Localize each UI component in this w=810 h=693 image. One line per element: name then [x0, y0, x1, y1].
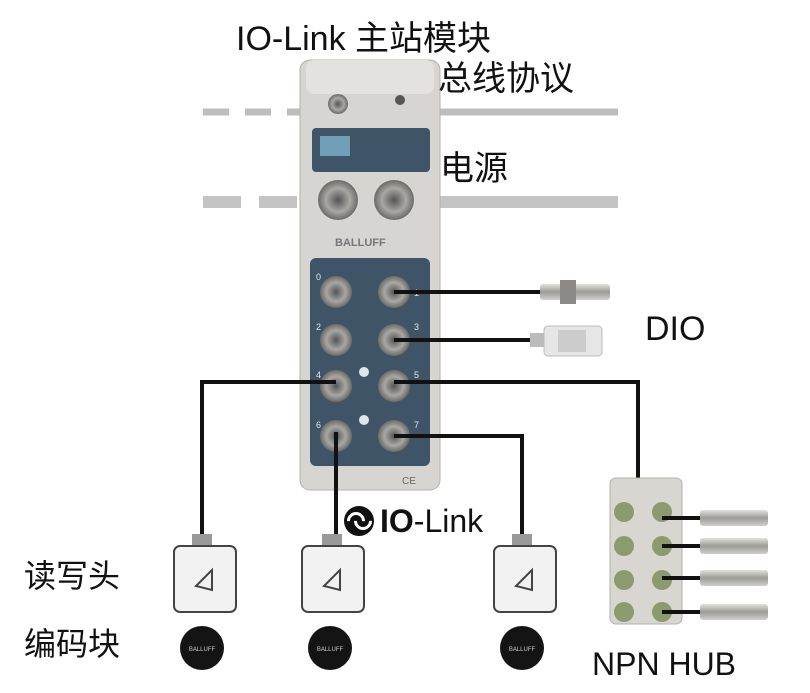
ce-mark: CE — [402, 476, 416, 487]
tag-brand: BALLUFF — [189, 647, 216, 653]
rfid-reader-icon — [493, 534, 557, 613]
connector-icon — [320, 324, 352, 356]
port-number: 2 — [316, 322, 321, 332]
connector-icon — [614, 536, 634, 556]
proximity-sensor-icon — [700, 538, 768, 554]
port-number: 6 — [316, 420, 321, 430]
connector-icon — [614, 570, 634, 590]
connector-icon — [328, 94, 348, 114]
rfid-reader-icon — [301, 534, 365, 613]
cables — [200, 290, 640, 536]
iolink-port-icon — [359, 367, 369, 377]
angled-sensor-icon — [530, 325, 603, 357]
iolink-logo-bold: IO — [380, 502, 414, 539]
tag-brand: BALLUFF — [317, 647, 344, 653]
tag-brand: BALLUFF — [509, 647, 536, 653]
cable-npn-hub — [394, 380, 640, 490]
iolink-logo-icon — [344, 506, 374, 536]
io-link-master-module: BALLUFF 0 1 2 3 4 5 6 7 CE — [299, 59, 441, 491]
connector-icon — [395, 95, 405, 105]
encoder-block-label: 编码块 — [24, 626, 121, 662]
connector-icon — [320, 370, 352, 402]
iolink-logo: IO-Link — [344, 503, 483, 540]
port-number: 4 — [316, 370, 321, 380]
connector-icon — [378, 370, 410, 402]
port-number: 0 — [316, 272, 321, 282]
connector-icon — [318, 180, 358, 220]
rfid-tag-icon: BALLUFF — [308, 626, 352, 670]
port-number: 3 — [414, 322, 419, 332]
npn-hub-label: NPN HUB — [592, 646, 737, 682]
rfid-reader-icon — [173, 534, 237, 613]
rfid-tag-icon: BALLUFF — [500, 626, 544, 670]
power-label: 电源 — [440, 150, 508, 188]
cable-reader-1 — [200, 380, 336, 536]
connector-icon — [614, 602, 634, 622]
port-number: 7 — [414, 420, 419, 430]
cable-reader-3 — [394, 434, 524, 536]
bus-protocol-label: 总线协议 — [438, 60, 574, 98]
proximity-sensor-icon — [540, 280, 610, 304]
proximity-sensor-icon — [700, 570, 768, 586]
connector-icon — [374, 180, 414, 220]
port-panel — [310, 258, 430, 466]
npn-hub — [609, 477, 768, 625]
port-number: 5 — [414, 370, 419, 380]
module-brand: BALLUFF — [335, 237, 386, 249]
read-write-head-label: 读写头 — [24, 558, 121, 594]
rfid-tag-icon: BALLUFF — [180, 626, 224, 670]
dio-label: DIO — [645, 310, 706, 348]
title-label: IO-Link 主站模块 — [236, 20, 492, 58]
iolink-logo-rest: -Link — [413, 502, 484, 539]
connector-icon — [614, 502, 634, 522]
iolink-logo-text: IO-Link — [380, 503, 483, 540]
proximity-sensor-icon — [700, 604, 768, 620]
iolink-port-icon — [359, 415, 369, 425]
connector-icon — [320, 276, 352, 308]
proximity-sensor-icon — [700, 510, 768, 526]
